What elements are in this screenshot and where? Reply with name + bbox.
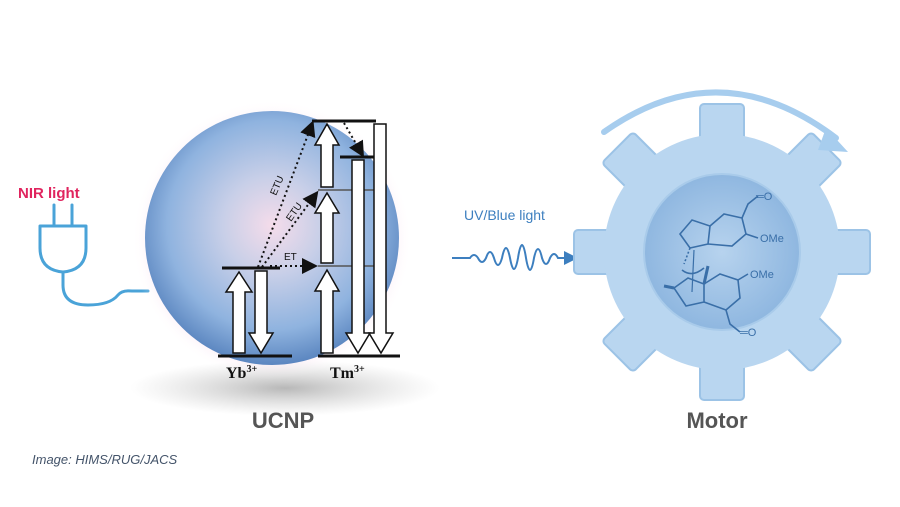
sphere-shadow (130, 360, 440, 416)
cross-relaxation-arrow (343, 122, 365, 158)
rotation-arrowhead (818, 128, 848, 152)
etu-arrow-2 (261, 190, 319, 268)
tm-up-arrow-3 (313, 122, 341, 188)
carbonyl-bottom: ═O (739, 327, 757, 339)
yb-relaxation-arrow (247, 270, 275, 355)
etu-arrow-1 (257, 120, 316, 268)
tm-emission-arrow-2 (367, 123, 395, 355)
ome-top-label: OMe (760, 233, 784, 245)
molecular-motor-structure (663, 195, 759, 333)
et-label: ET (284, 252, 297, 263)
tm-up-arrow-2 (313, 191, 341, 264)
tm-emission-arrow-1 (344, 159, 372, 355)
carbonyl-top: ═O (755, 191, 773, 203)
light-wave (452, 244, 566, 271)
image-credit: Image: HIMS/RUG/JACS (32, 452, 178, 467)
ome-bottom-label: OMe (750, 269, 774, 281)
tm-up-arrow-1 (313, 268, 341, 354)
rotation-arrow (601, 89, 839, 141)
yb-absorption-arrow (224, 270, 254, 354)
wave-arrowhead (564, 251, 578, 265)
yb-ion-label: Yb3+ (226, 364, 257, 382)
ucnp-sphere (145, 111, 399, 365)
motor-label: Motor (686, 408, 748, 433)
tm-ion-label: Tm3+ (330, 364, 365, 382)
ucnp-label: UCNP (252, 408, 314, 433)
plug-icon (38, 203, 150, 307)
uv-blue-light-label: UV/Blue light (464, 207, 545, 223)
energy-level-diagram: ETU ETU ET Yb3+ Tm3+ (218, 119, 400, 382)
nir-light-label: NIR light (18, 185, 80, 202)
